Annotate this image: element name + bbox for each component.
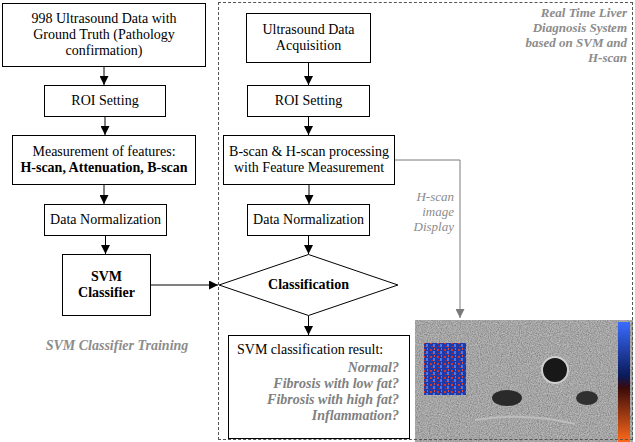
node-text: Data Normalization [50,212,161,228]
flow-arrow [308,236,309,254]
process-box: Data Normalization [44,204,167,236]
node-text: ROI Setting [71,93,138,109]
process-box: ROI Setting [44,85,166,117]
node-text: Classification [268,277,349,293]
decision-diamond: Classification [218,254,399,316]
process-box: 998 Ultrasound Data with Ground Truth (P… [2,3,206,67]
color-bar [618,322,630,442]
flow-arrow [104,67,105,85]
ultrasound-image [415,320,633,442]
node-text: 998 Ultrasound Data with Ground Truth (P… [31,11,177,59]
flow-arrow [308,117,309,135]
node-text: Fibrosis with low fat? [237,376,401,392]
node-text: Fibrosis with high fat? [237,392,401,408]
process-box: SVM Classifier [62,254,151,316]
node-text: B-scan & H-scan processing with Feature … [227,144,391,176]
hscan-roi [424,343,466,395]
leader-line [395,160,460,318]
flow-arrow [104,185,105,204]
node-text: Real Time Liver Diagnosis System based o… [517,6,627,66]
vessel [542,357,568,383]
text-label: SVM Classifier Training [22,338,212,354]
text-label: H-scan image Display [382,190,454,235]
flow-arrow [309,185,310,204]
process-box: B-scan & H-scan processing with Feature … [223,135,395,185]
flow-arrow [308,63,309,85]
node-text: SVM Classifier [69,269,144,301]
node-text: SVM classification result: [237,342,401,358]
node-text: Measurement of features: [32,144,175,160]
process-box: Ultrasound Data Acquisition [246,13,371,63]
node-text: Ultrasound Data Acquisition [255,22,362,54]
flow-arrow [151,285,218,286]
flow-arrow [105,117,106,135]
node-text: Inflammation? [237,408,401,424]
node-text: Data Normalization [253,212,364,228]
vessel [492,390,522,406]
node-text: ROI Setting [275,93,342,109]
process-box: Data Normalization [247,204,370,236]
node-text: Normal? [237,360,401,376]
result-box: SVM classification result:Normal?Fibrosi… [228,335,410,439]
process-box: ROI Setting [247,85,370,117]
speckle-ground [415,320,633,442]
vessel [576,391,598,405]
flow-arrow [308,316,309,335]
node-text: H-scan, Attenuation, B-scan [20,160,187,176]
flow-arrow [105,236,106,254]
diamond-shape [219,254,398,315]
process-box: Measurement of features:H-scan, Attenuat… [12,135,196,185]
